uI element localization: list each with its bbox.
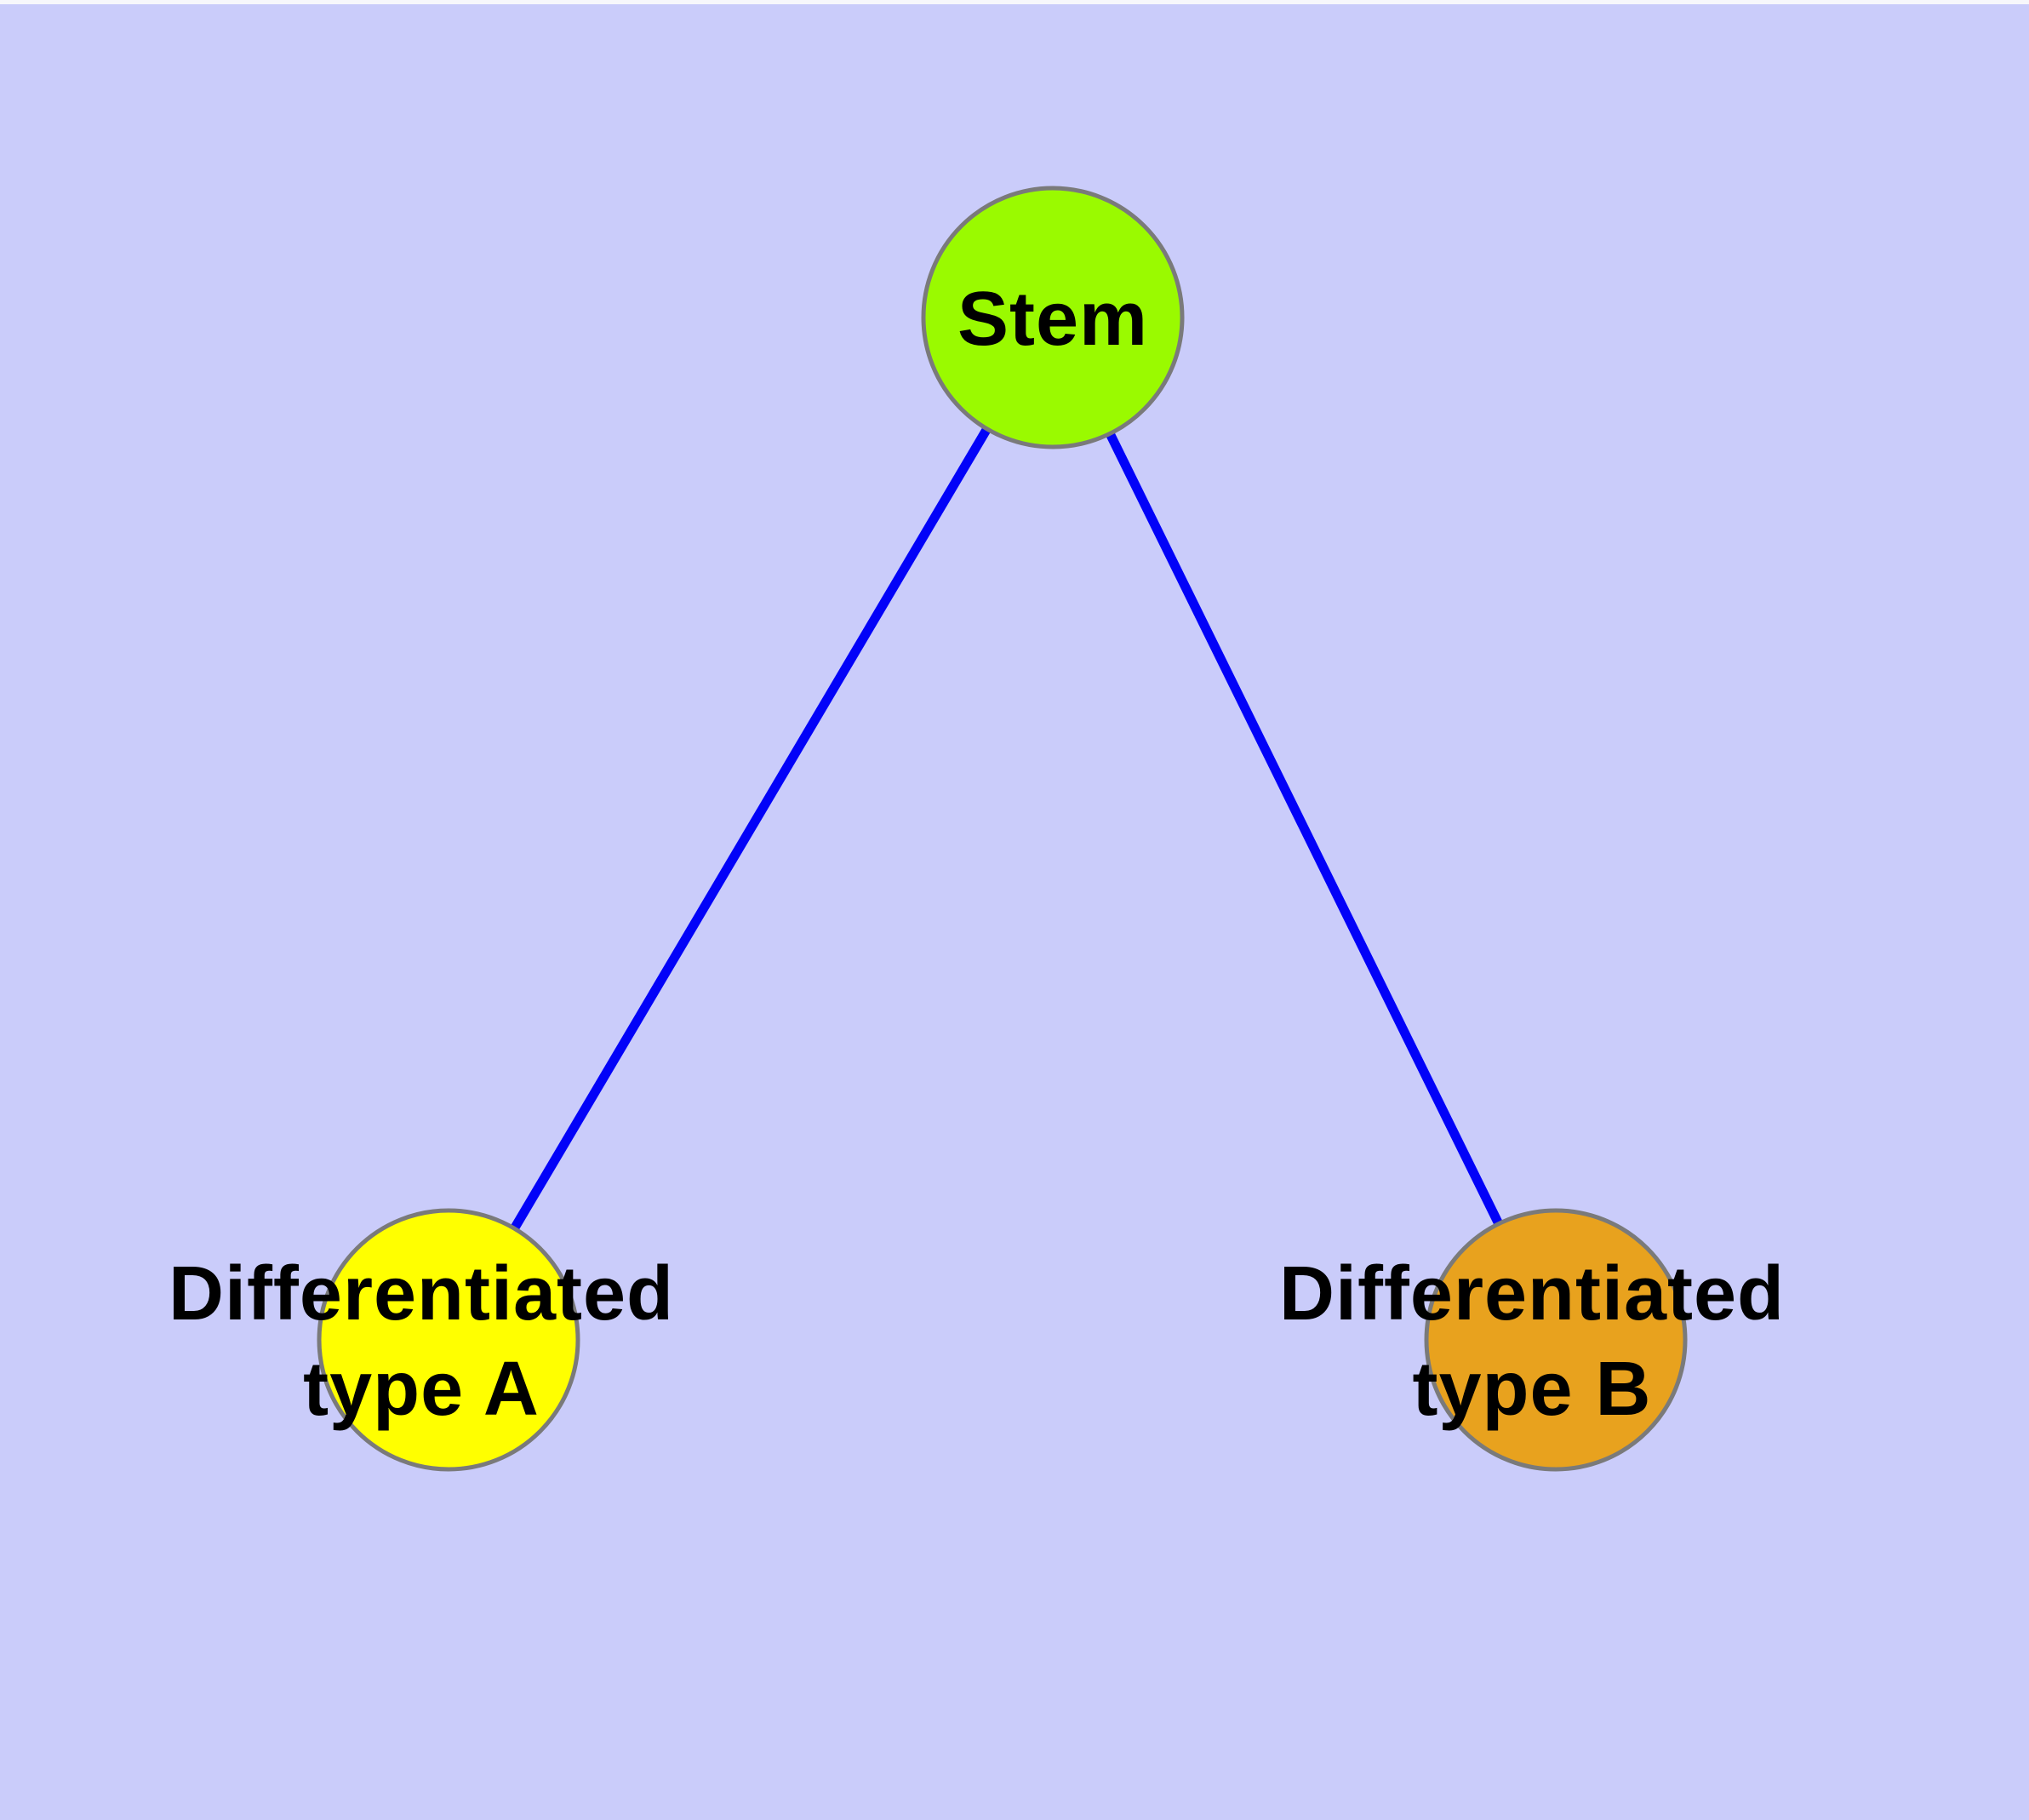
type-b-node-circle (1424, 1208, 1688, 1472)
edge-stem-to-type-b (1049, 315, 1560, 1342)
type-b-node-label-line2: type B (1412, 1347, 1651, 1432)
stem-node-label: Stem (957, 277, 1148, 362)
edge-stem-to-type-a (444, 315, 1057, 1342)
type-b-node-label-line1: Differentiated (1279, 1251, 1785, 1336)
type-a-node-label-line2: type A (303, 1347, 540, 1432)
type-a-node-label-line1: Differentiated (169, 1251, 674, 1336)
stem-node-circle (921, 186, 1185, 449)
type-a-node-circle (317, 1208, 580, 1472)
